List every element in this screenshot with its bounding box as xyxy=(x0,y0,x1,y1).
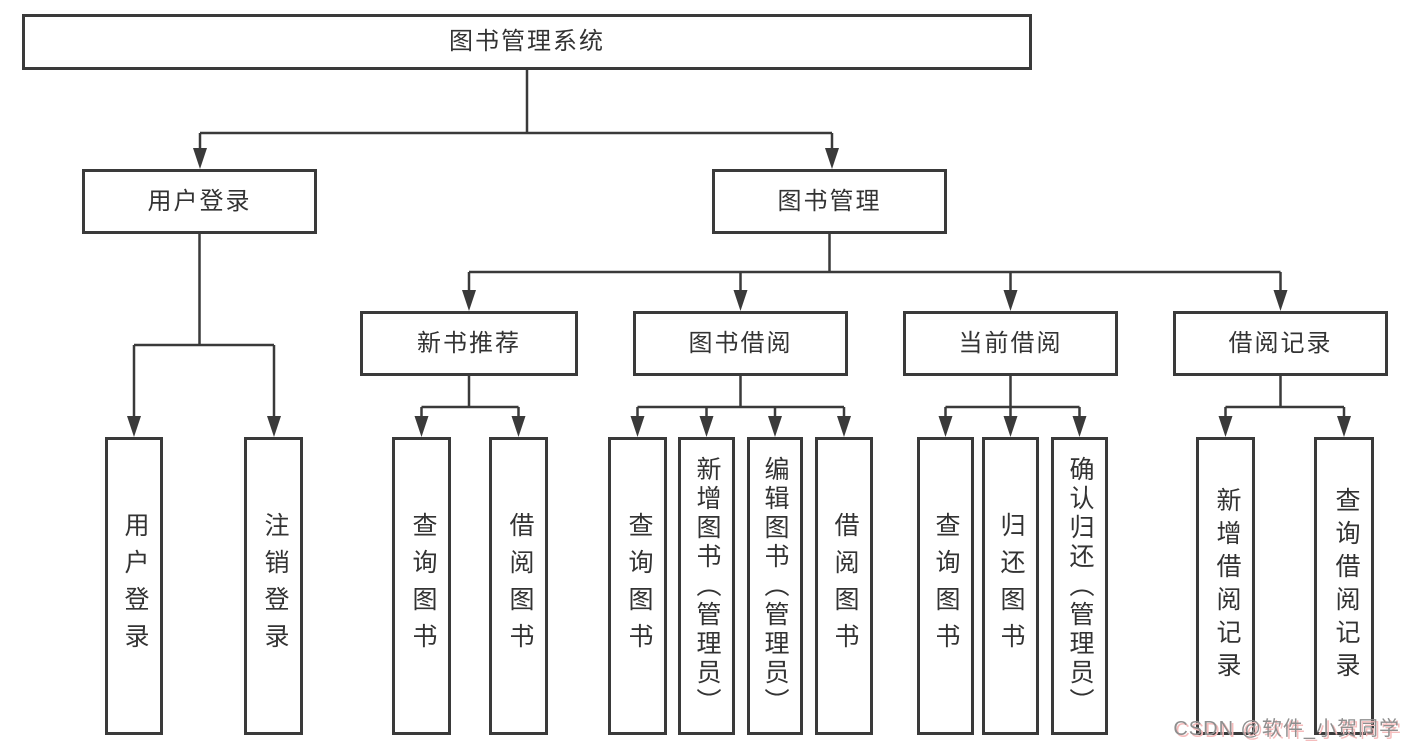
node-user-login: 用户登录 xyxy=(82,169,317,234)
node-current-borrow: 当前借阅 xyxy=(903,311,1118,376)
node-new-book-recommend: 新书推荐 xyxy=(360,311,578,376)
leaf-return-book: 归还图书 xyxy=(982,437,1039,735)
leaf-logout: 注销登录 xyxy=(244,437,303,735)
leaf-add-book-admin: 新增图书（管理员） xyxy=(678,437,735,735)
leaf-borrow-books-recommend: 借阅图书 xyxy=(489,437,548,735)
arrowheads xyxy=(127,148,1351,437)
leaf-borrow-books: 借阅图书 xyxy=(815,437,873,735)
leaf-user-login: 用户登录 xyxy=(105,437,163,735)
leaf-query-books-recommend: 查询图书 xyxy=(392,437,451,735)
leaf-query-books-borrow: 查询图书 xyxy=(608,437,667,735)
node-book-borrow: 图书借阅 xyxy=(633,311,848,376)
leaf-query-borrow-record: 查询借阅记录 xyxy=(1314,437,1374,735)
node-book-management: 图书管理 xyxy=(712,169,947,234)
leaf-confirm-return-admin: 确认归还（管理员） xyxy=(1051,437,1108,735)
leaf-query-books-current: 查询图书 xyxy=(917,437,974,735)
csdn-watermark: CSDN @软件_小贺同学 xyxy=(1173,718,1400,740)
leaf-add-borrow-record: 新增借阅记录 xyxy=(1196,437,1255,735)
node-library-management-system: 图书管理系统 xyxy=(22,14,1032,70)
node-borrow-records: 借阅记录 xyxy=(1173,311,1388,376)
leaf-edit-book-admin: 编辑图书（管理员） xyxy=(747,437,803,735)
